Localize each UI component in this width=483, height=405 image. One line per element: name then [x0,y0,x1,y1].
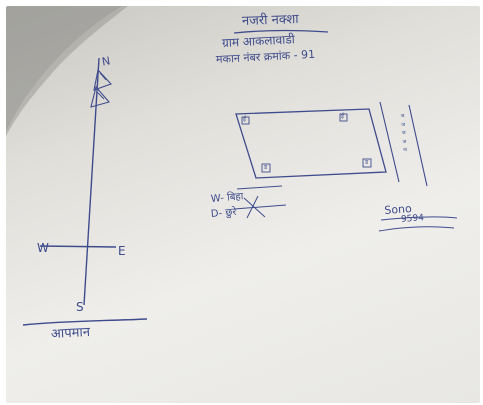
paper-shadow-dark [6,6,122,132]
plan-label-4: ड [365,159,369,166]
road-line-left [379,101,400,183]
plan-label-3: ड [264,164,268,171]
compass-east-label: E [118,244,126,258]
plan-corner-box-top-right [339,113,348,122]
plan-corner-box-bottom-left [261,163,271,173]
signature-underline [380,216,458,221]
compass-flag-marks [96,72,107,100]
plan-label-2: ई [341,113,344,120]
compass-west-east-line [39,245,117,248]
compass-flag-upper [93,68,112,91]
scale-label: आपमान [50,324,91,342]
compass-south-label: S [76,300,84,314]
plan-corner-box-top-left [241,116,250,125]
signature-flourish [378,226,455,232]
measurement-cross-mark [243,195,266,219]
measurement-line-top [236,185,283,190]
road-label: ज [402,146,408,154]
handwritten-sketch [6,6,458,326]
signature: Sono 9594 [384,202,424,226]
compass-flag-lower [90,85,110,108]
compass-north-label: N [100,54,112,69]
scale-line [22,318,148,326]
title-underline [233,29,329,34]
document-title: नजरी नक्शा [241,12,299,29]
compass-north-south-line [83,57,100,306]
document-photo: नजरी नक्शा ग्राम आकलावाडी मकान नंबर क्रम… [6,6,480,403]
plan-outline [235,108,387,179]
road-line-right [408,104,428,187]
compass-west-label: W [37,241,49,255]
plan-corner-box-bottom-right [362,158,372,168]
paper-shadow [6,6,128,136]
signature-number: 9594 [400,212,425,225]
plan-label-1: ई [243,116,246,123]
village-line: ग्राम आकलावाडी [221,32,296,50]
measurement-line-bottom [233,204,287,210]
